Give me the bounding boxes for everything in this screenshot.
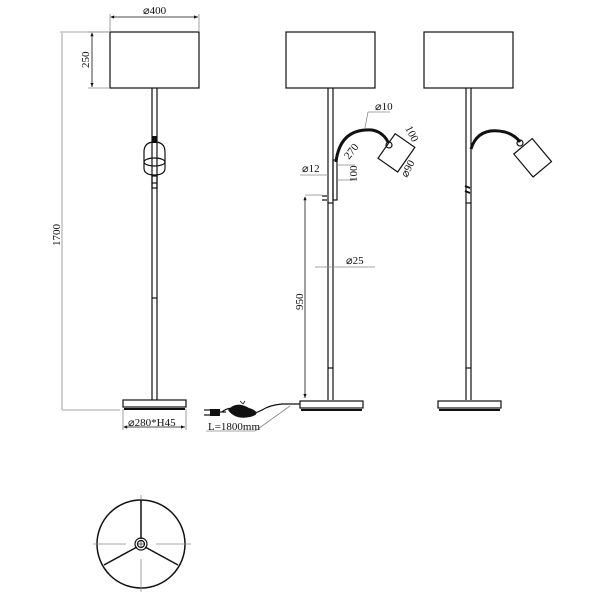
front-view-main: ⌀400 250 1700 ⌀280*H45 [51,5,200,430]
shade-height-label: 250 [80,51,92,68]
arm-tube-diameter-label: ⌀10 [375,101,393,113]
cable-length-label: L=1800mm [208,421,260,433]
front-view-side-arm [423,31,553,411]
lamp-shade [109,31,200,89]
arm-length-label: 270 [342,141,362,162]
total-height-label: 1700 [51,224,63,247]
lamp-shade [423,31,514,89]
spotlight-head [512,137,553,178]
arm-mount-diameter-label: ⌀12 [302,163,320,175]
lamp-base [437,400,502,409]
lamp-shade [285,31,376,89]
base-top-view [93,495,191,592]
power-plug [210,409,220,416]
shade-diameter-label: ⌀400 [143,5,167,17]
spot-length-label: 100 [402,124,420,145]
front-view-with-reading-arm: ⌀10 270 100 ⌀90 ⌀12 100 950 ⌀25 L=1800mm [204,31,421,433]
base-dimension-label: ⌀280*H45 [128,417,176,429]
lamp-base [122,399,187,408]
reading-arm [334,128,390,163]
dimmer-knob [143,141,166,176]
spot-diameter-label: ⌀90 [399,158,418,180]
switch-height-label: 950 [294,293,306,310]
pole-diameter-label: ⌀25 [346,255,364,267]
arm-mount-height-label: 100 [348,165,360,182]
reading-arm [469,129,522,150]
lamp-base [299,400,364,409]
